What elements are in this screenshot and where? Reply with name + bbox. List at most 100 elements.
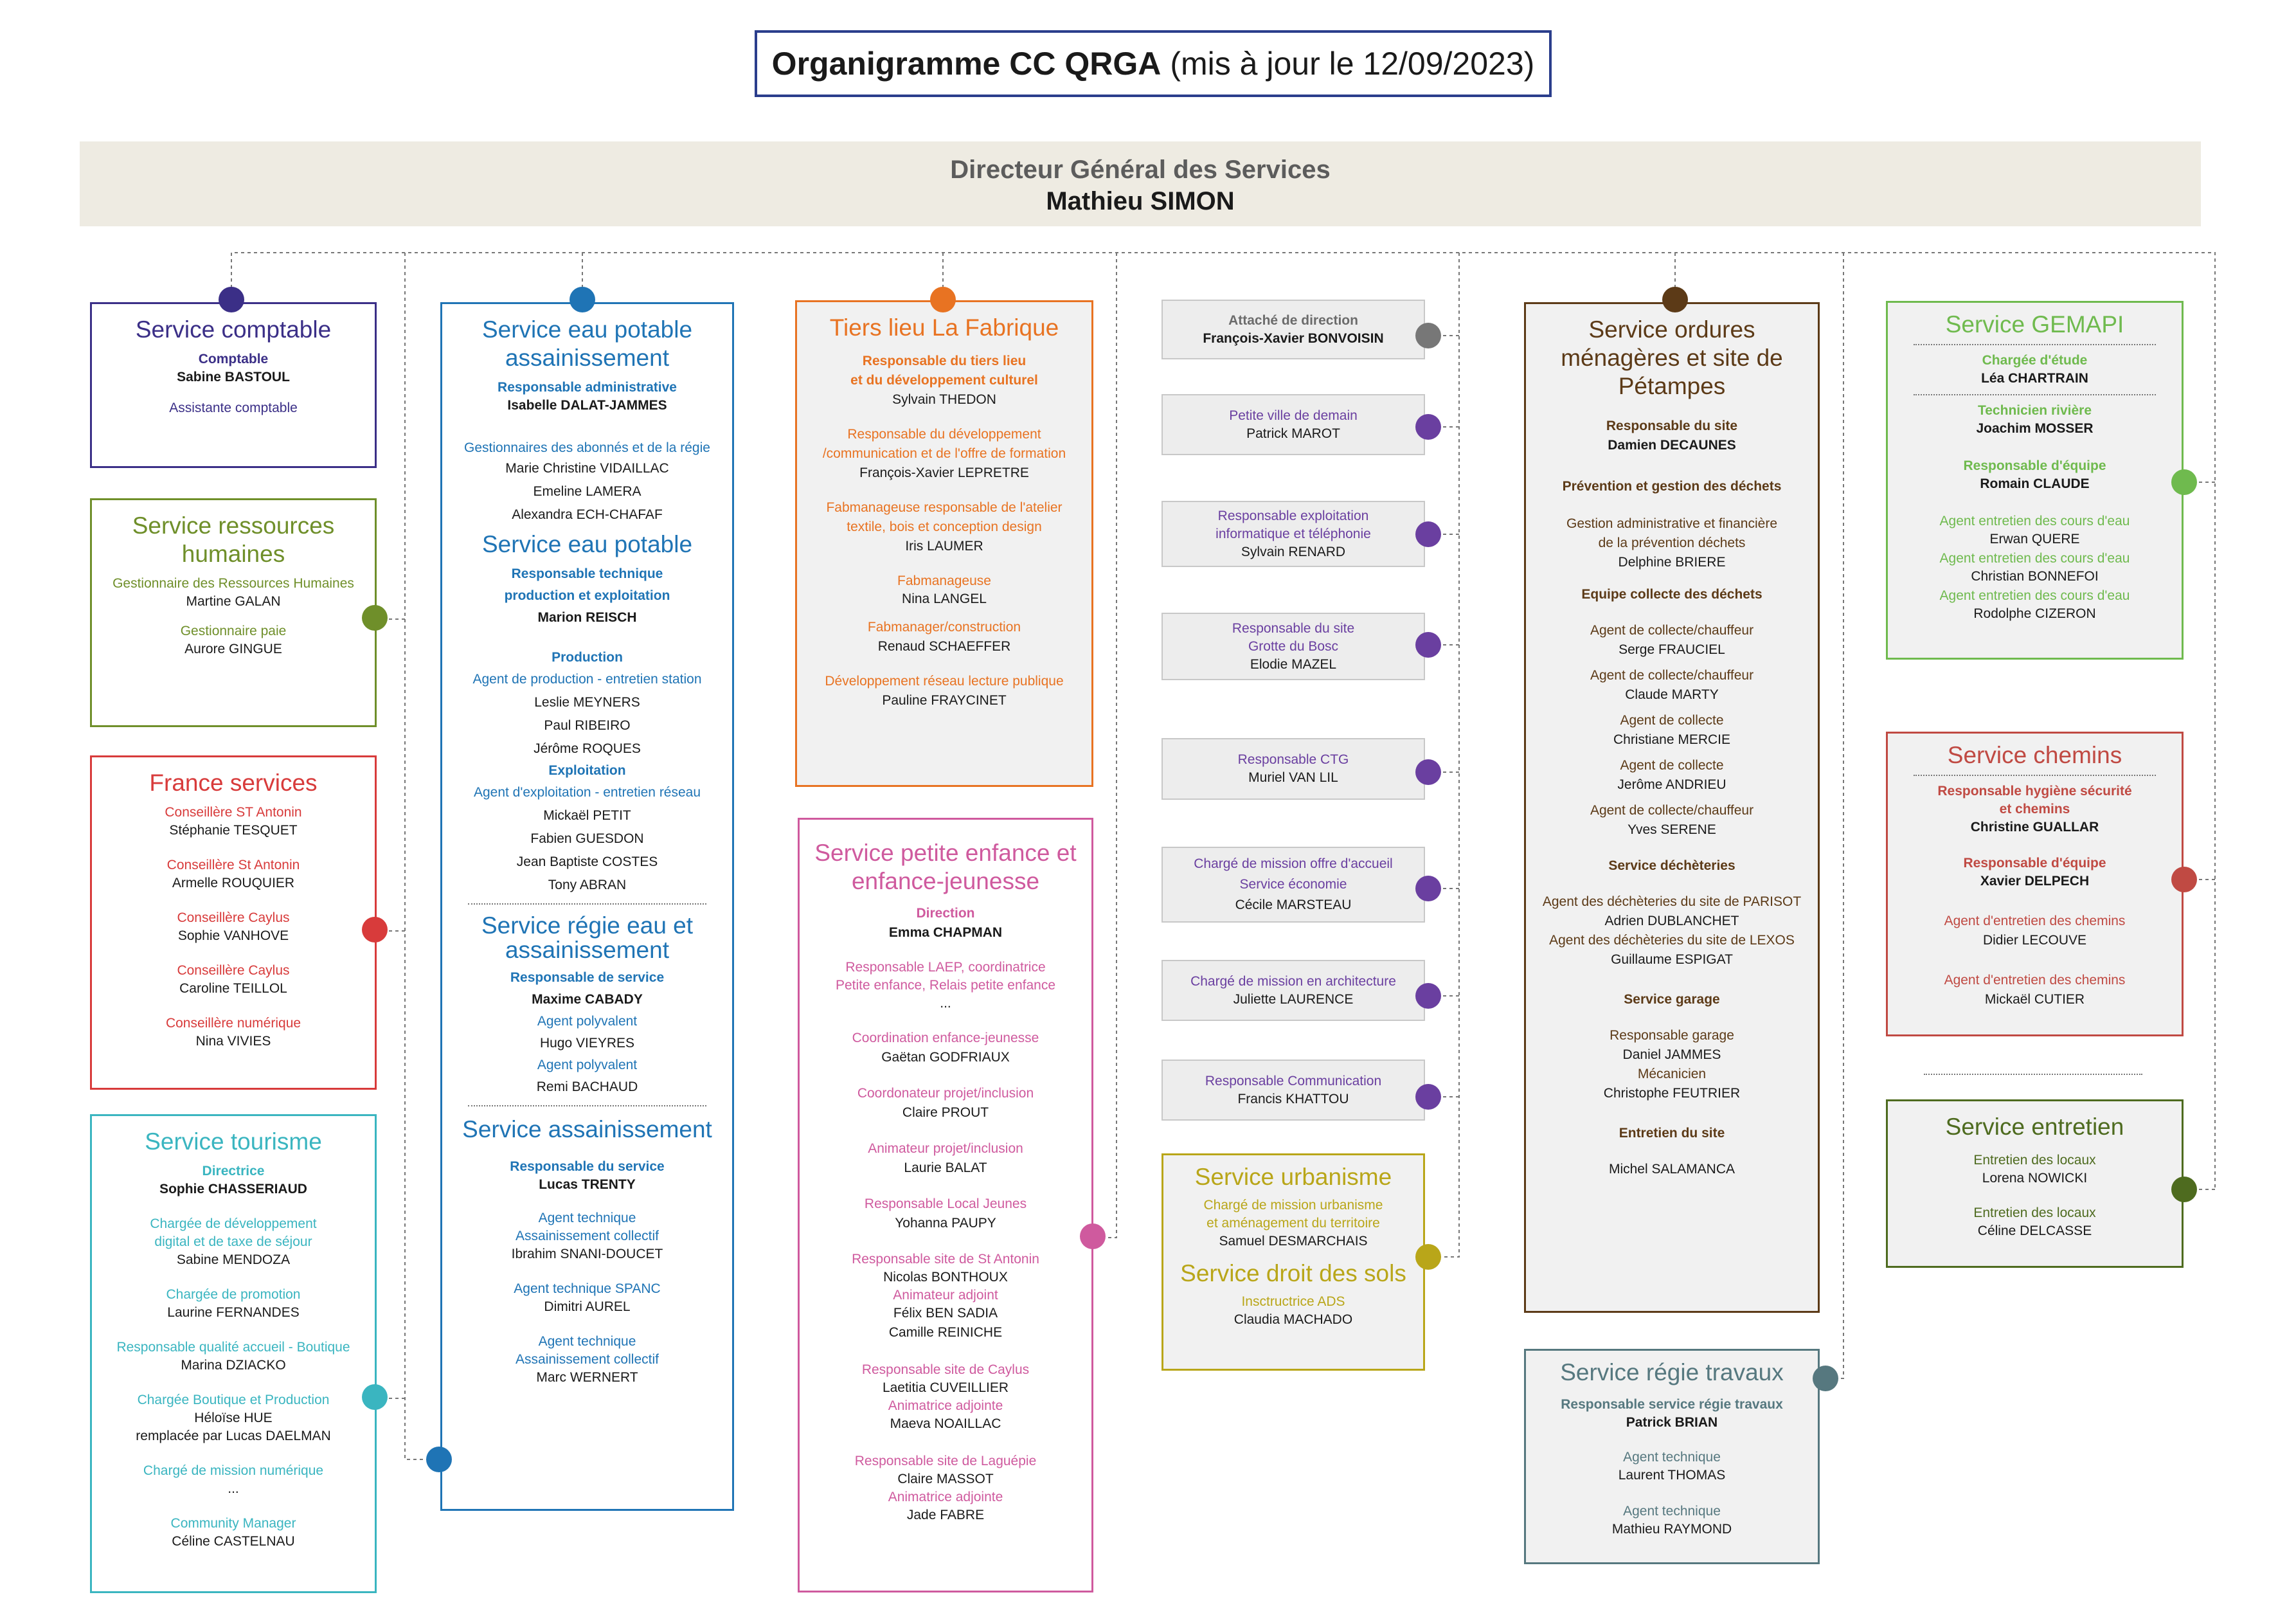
person: Nina VIVIES	[195, 1034, 271, 1049]
person: Tony ABRAN	[548, 878, 627, 892]
person: Fabien GUESDON	[530, 831, 644, 846]
role: Attaché de direction	[1228, 312, 1358, 328]
tourisme-title: Service tourisme	[145, 1128, 322, 1155]
assainissement-title: Service assainissement	[462, 1116, 712, 1142]
regie-title: Service régie travaux	[1560, 1359, 1784, 1385]
person: Serge FRAUCIEL	[1619, 642, 1725, 657]
role: Fabmanageuse responsable de l'atelier	[826, 500, 1063, 515]
person: Gaëtan GODFRIAUX	[881, 1050, 1010, 1065]
person: Marion REISCH	[537, 610, 637, 625]
person: Laetitia CUVEILLIER	[882, 1380, 1009, 1395]
role: Agent de collecte/chauffeur	[1590, 803, 1754, 818]
person: Claire MASSOT	[897, 1472, 994, 1486]
chemins-connector-dot	[2171, 867, 2197, 892]
role: Chargée d'étude	[1982, 353, 2088, 368]
enfance-title: Service petite enfance et enfance-jeunes…	[814, 840, 1077, 894]
role: Responsable hygiène sécurité	[1937, 784, 2132, 798]
person: Elodie MAZEL	[1250, 656, 1337, 672]
box-chemins: Service chemins Responsable hygiène sécu…	[1886, 732, 2184, 1036]
enfance-connector-dot	[1080, 1223, 1106, 1249]
role: Community Manager	[170, 1516, 296, 1531]
person: Christophe FEUTRIER	[1603, 1086, 1741, 1101]
role: Agent technique SPANC	[514, 1281, 661, 1296]
role: Responsable exploitation	[1217, 508, 1369, 523]
person: Sophie CHASSERIAUD	[159, 1182, 307, 1196]
role: Coordination enfance-jeunesse	[852, 1031, 1039, 1045]
role: Gestionnaires des abonnés et de la régie	[464, 440, 710, 455]
role: Responsable site de St Antonin	[852, 1252, 1039, 1267]
divider	[1914, 775, 2156, 776]
box-ordures: Service ordures ménagères et site de Pét…	[1524, 302, 1820, 1313]
person: Christian BONNEFOI	[1971, 569, 2099, 584]
role: Gestionnaire paie	[180, 624, 287, 638]
box-ctg: Responsable CTG Muriel VAN LIL	[1161, 738, 1425, 800]
box-economie: Chargé de mission offre d'accueil Servic…	[1161, 847, 1425, 923]
person: Christiane MERCIE	[1613, 732, 1731, 747]
role: Responsable du site	[1232, 620, 1355, 636]
box-fabrique: Tiers lieu La Fabrique Responsable du ti…	[795, 300, 1093, 787]
person: Sabine BASTOUL	[177, 370, 290, 384]
entretien-title: Service entretien	[1945, 1114, 2124, 1140]
ordures-title: Service ordures ménagères et site de Pét…	[1561, 316, 1783, 399]
person: Caroline TEILLOL	[179, 981, 287, 996]
person: Céline DELCASSE	[1977, 1223, 2092, 1238]
person: Jérôme ROQUES	[534, 741, 641, 756]
role: Agent de collecte	[1620, 713, 1724, 728]
person: Isabelle DALAT-JAMMES	[507, 398, 667, 413]
person: Maeva NOAILLAC	[890, 1416, 1001, 1431]
role: Responsable administrative	[498, 380, 677, 395]
divider	[1924, 1074, 2142, 1075]
role: Responsable qualité accueil - Boutique	[116, 1340, 350, 1355]
person: Sophie VANHOVE	[177, 928, 289, 943]
person: Xavier DELPECH	[1980, 874, 2090, 889]
role: Animatrice adjointe	[888, 1490, 1003, 1504]
person: Aurore GINGUE	[184, 642, 282, 656]
role: Responsable de service	[510, 970, 665, 985]
role: Insctructrice ADS	[1241, 1294, 1345, 1309]
eau-connector-dot	[426, 1447, 452, 1472]
regie-eau-title: Service régie eau et assainissement	[481, 912, 694, 963]
person: Jean Baptiste COSTES	[516, 854, 658, 869]
role: Petite enfance, Relais petite enfance	[835, 978, 1056, 993]
role: Coordonateur projet/inclusion	[857, 1086, 1034, 1101]
regie-connector-dot	[1813, 1366, 1838, 1391]
person: Mickaël PETIT	[543, 808, 631, 823]
person: Laurie BALAT	[904, 1160, 987, 1175]
role: informatique et téléphonie	[1215, 526, 1371, 541]
entretien-connector-dot	[2171, 1177, 2197, 1202]
person: François-Xavier BONVOISIN	[1203, 330, 1384, 346]
role: Conseillère St Antonin	[166, 858, 300, 872]
person: Félix BEN SADIA	[893, 1306, 998, 1321]
france-connector-dot	[362, 917, 388, 943]
person: Mickaël CUTIER	[1984, 992, 2085, 1007]
role: Animateur adjoint	[893, 1288, 998, 1303]
role: Agent technique	[1623, 1504, 1721, 1519]
divider	[468, 1105, 706, 1106]
person: Marc WERNERT	[536, 1370, 638, 1385]
rh-connector-dot	[362, 605, 388, 631]
role: Chargé de mission offre d'accueil	[1194, 856, 1393, 871]
role: Mécanicien	[1637, 1067, 1707, 1081]
role: Gestionnaire des Ressources Humaines	[112, 576, 354, 591]
role: Agent polyvalent	[537, 1014, 638, 1029]
person: Guillaume ESPIGAT	[1611, 952, 1733, 967]
person: Delphine BRIERE	[1618, 555, 1726, 570]
person: Romain CLAUDE	[1980, 476, 2090, 491]
role: Chargée de promotion	[166, 1287, 301, 1302]
person: Patrick MAROT	[1246, 426, 1340, 441]
urbanisme-connector-dot	[1415, 1244, 1441, 1270]
person: Laurine FERNANDES	[167, 1305, 300, 1320]
grotte-connector-dot	[1415, 632, 1441, 658]
role: Conseillère Caylus	[177, 963, 290, 978]
person: Maxime CABADY	[532, 992, 643, 1007]
comptable-title: Service comptable	[135, 316, 332, 343]
role: Développement réseau lecture publique	[825, 674, 1064, 689]
title-main: Organigramme CC QRGA	[771, 46, 1161, 82]
person: Emeline LAMERA	[533, 484, 641, 499]
person: Lucas TRENTY	[539, 1177, 636, 1192]
role: Responsable du service	[510, 1159, 665, 1174]
box-france-services: France services Conseillère ST Antonin S…	[90, 755, 377, 1090]
role: Directrice	[202, 1164, 265, 1178]
person: Alexandra ECH-CHAFAF	[512, 507, 663, 522]
box-rh: Service ressources humaines Gestionnaire…	[90, 498, 377, 727]
